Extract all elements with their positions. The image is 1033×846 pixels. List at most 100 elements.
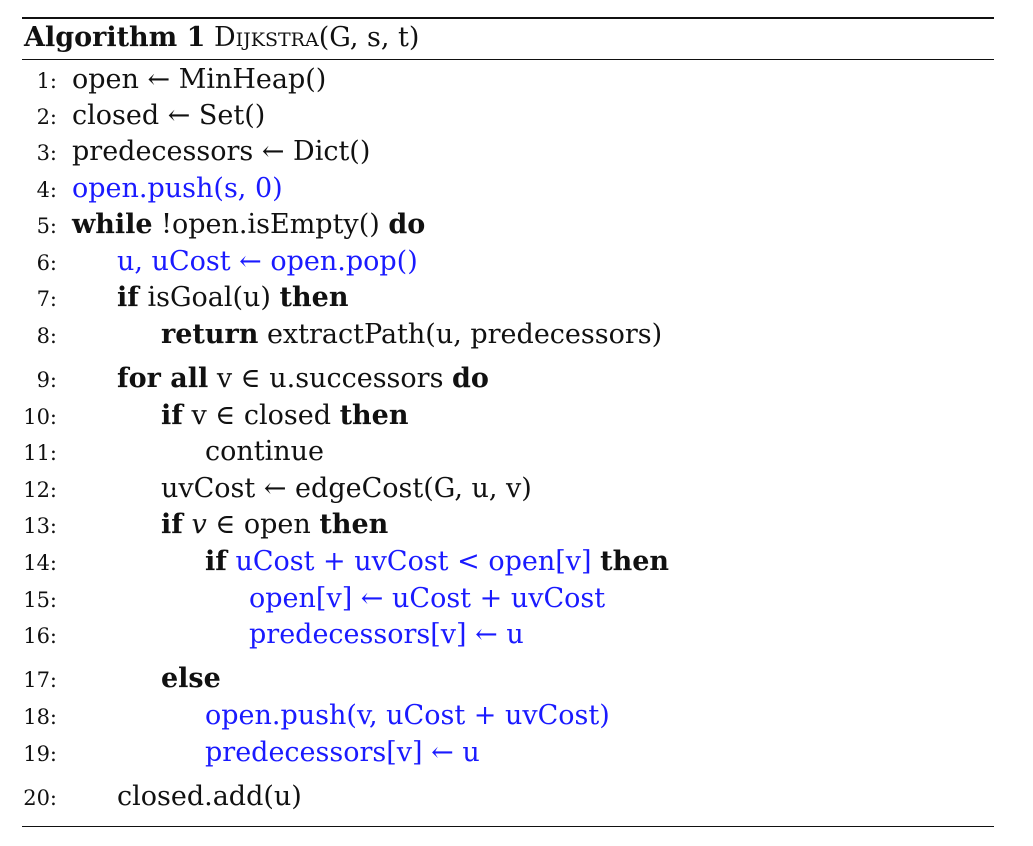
algorithm-line: 14: if uCost + uvCost < open[v] then [0, 546, 1033, 578]
line-number: 7: [36, 287, 57, 311]
keyword: for all [117, 363, 209, 394]
keyword: then [600, 546, 670, 577]
algorithm-name: Dijkstra [214, 22, 319, 53]
code-text: open[v] ← uCost + uvCost [249, 583, 606, 614]
algorithm-line: 8: return extractPath(u, predecessors) [0, 319, 1033, 351]
algorithm-line: 11: continue [0, 436, 1033, 468]
algorithm-line: 3: predecessors ← Dict() [0, 136, 1033, 168]
line-code: open.push(v, uCost + uvCost) [205, 700, 610, 732]
keyword: then [319, 509, 389, 540]
line-number: 18: [23, 705, 57, 729]
keyword: do [388, 209, 426, 240]
line-number: 12: [23, 478, 57, 502]
line-number: 10: [23, 405, 57, 429]
line-number: 5: [36, 214, 57, 238]
line-code: open[v] ← uCost + uvCost [249, 583, 605, 615]
line-code: predecessors ← Dict() [72, 136, 370, 168]
line-code: open ← MinHeap() [72, 64, 326, 96]
top-rule [22, 17, 994, 19]
algorithm-line: 9: for all v ∈ u.successors do [0, 363, 1033, 395]
keyword: then [339, 400, 409, 431]
algorithm-line: 20: closed.add(u) [0, 781, 1033, 813]
line-number: 6: [36, 251, 57, 275]
algorithm-line: 6: u, uCost ← open.pop() [0, 246, 1033, 278]
algorithm-line: 1: open ← MinHeap() [0, 64, 1033, 96]
line-number: 8: [36, 324, 57, 348]
line-number: 14: [23, 551, 57, 575]
line-code: predecessors[v] ← u [205, 737, 480, 769]
keyword: while [72, 209, 153, 240]
line-number: 11: [23, 441, 57, 465]
line-number: 2: [36, 105, 57, 129]
line-number: 15: [23, 588, 57, 612]
code-text: open.push(s, 0) [72, 173, 283, 204]
line-code: closed.add(u) [117, 781, 302, 813]
line-number: 9: [36, 368, 57, 392]
line-number: 16: [23, 624, 57, 648]
code-text: uCost + uvCost < open[v] [235, 546, 592, 577]
code-text: predecessors[v] ← u [249, 619, 524, 650]
algorithm-line: 2: closed ← Set() [0, 100, 1033, 132]
keyword: if [117, 282, 139, 313]
caption-rule [22, 59, 994, 60]
line-code: for all v ∈ u.successors do [117, 363, 489, 395]
keyword: return [161, 319, 259, 350]
algorithm-line: 5: while !open.isEmpty() do [0, 209, 1033, 241]
algorithm-label: Algorithm 1 [24, 22, 206, 53]
line-number: 4: [36, 178, 57, 202]
algorithm-line: 19: predecessors[v] ← u [0, 737, 1033, 769]
keyword: then [279, 282, 349, 313]
code-text: continue [205, 436, 325, 467]
algorithm-line: 12: uvCost ← edgeCost(G, u, v) [0, 473, 1033, 505]
algorithm-args: (G, s, t) [318, 22, 420, 53]
code-text: closed.add(u) [117, 781, 302, 812]
line-code: uvCost ← edgeCost(G, u, v) [161, 473, 532, 505]
keyword: if [161, 509, 183, 540]
keyword: else [161, 663, 221, 694]
code-text: open.push(v, uCost + uvCost) [205, 700, 610, 731]
code-text: ∈ open [206, 509, 320, 540]
algorithm-line: 13: if v ∈ open then [0, 509, 1033, 541]
line-code: if isGoal(u) then [117, 282, 348, 314]
code-text: predecessors ← Dict() [72, 136, 371, 167]
line-code: return extractPath(u, predecessors) [161, 319, 662, 351]
code-text: isGoal(u) [138, 282, 280, 313]
keyword: if [161, 400, 183, 431]
algorithm-line: 17: else [0, 663, 1033, 695]
keyword: do [452, 363, 489, 394]
bottom-rule [22, 826, 994, 827]
line-number: 3: [36, 141, 57, 165]
algorithm-caption: Algorithm 1 Dijkstra(G, s, t) [24, 22, 419, 54]
algorithm-line: 10: if v ∈ closed then [0, 400, 1033, 432]
code-text: v [191, 509, 207, 540]
code-text: u, uCost ← open.pop() [117, 246, 418, 277]
line-code: else [161, 663, 221, 695]
line-number: 17: [23, 668, 57, 692]
line-number: 19: [23, 742, 57, 766]
code-text: !open.isEmpty() [152, 209, 389, 240]
line-number: 1: [36, 69, 57, 93]
code-text: open ← MinHeap() [72, 64, 327, 95]
code-text: v ∈ closed [182, 400, 340, 431]
line-number: 13: [23, 514, 57, 538]
keyword: if [205, 546, 227, 577]
algorithm-line: 15: open[v] ← uCost + uvCost [0, 583, 1033, 615]
code-text: closed ← Set() [72, 100, 266, 131]
line-code: u, uCost ← open.pop() [117, 246, 418, 278]
algorithm-line: 7: if isGoal(u) then [0, 282, 1033, 314]
line-code: if v ∈ closed then [161, 400, 409, 432]
code-text: v ∈ u.successors [208, 363, 453, 394]
line-number: 20: [23, 786, 57, 810]
algorithm-line: 18: open.push(v, uCost + uvCost) [0, 700, 1033, 732]
line-code: while !open.isEmpty() do [72, 209, 425, 241]
line-code: if uCost + uvCost < open[v] then [205, 546, 669, 578]
line-code: continue [205, 436, 324, 468]
code-text: predecessors[v] ← u [205, 737, 480, 768]
code-text: uvCost ← edgeCost(G, u, v) [161, 473, 532, 504]
line-code: predecessors[v] ← u [249, 619, 524, 651]
algorithm-line: 16: predecessors[v] ← u [0, 619, 1033, 651]
code-text: extractPath(u, predecessors) [258, 319, 663, 350]
code-text [592, 546, 601, 577]
line-code: closed ← Set() [72, 100, 265, 132]
line-code: open.push(s, 0) [72, 173, 283, 205]
